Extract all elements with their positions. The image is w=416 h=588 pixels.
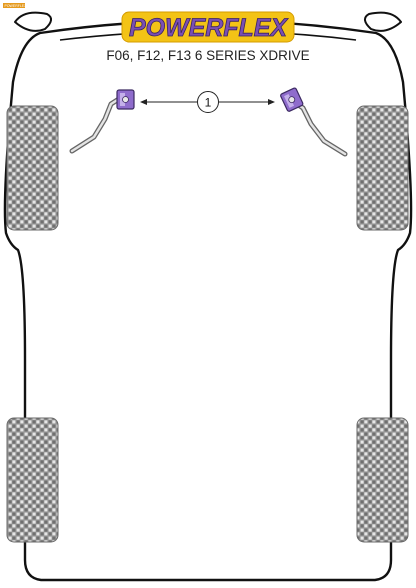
svg-text:POWERFLEX: POWERFLEX xyxy=(5,4,28,8)
bush-right xyxy=(280,87,304,112)
callout-1: 1 xyxy=(140,91,275,113)
arrow-right-icon xyxy=(268,99,275,105)
callout-number: 1 xyxy=(205,96,212,110)
brand-name: POWERFLEX xyxy=(129,14,288,42)
wheel-front-left xyxy=(6,105,59,231)
arrow-left-icon xyxy=(140,99,147,105)
brand-logo: POWERFLEX xyxy=(121,11,295,43)
wheel-rear-left xyxy=(6,417,59,543)
wheel-rear-right xyxy=(356,417,409,543)
anti-roll-bar-left xyxy=(69,94,125,154)
model-title: F06, F12, F13 6 SERIES XDRIVE xyxy=(106,48,309,63)
bush-left xyxy=(116,89,135,110)
corner-logo: POWERFLEX xyxy=(3,3,27,8)
wheel-front-right xyxy=(356,105,409,231)
